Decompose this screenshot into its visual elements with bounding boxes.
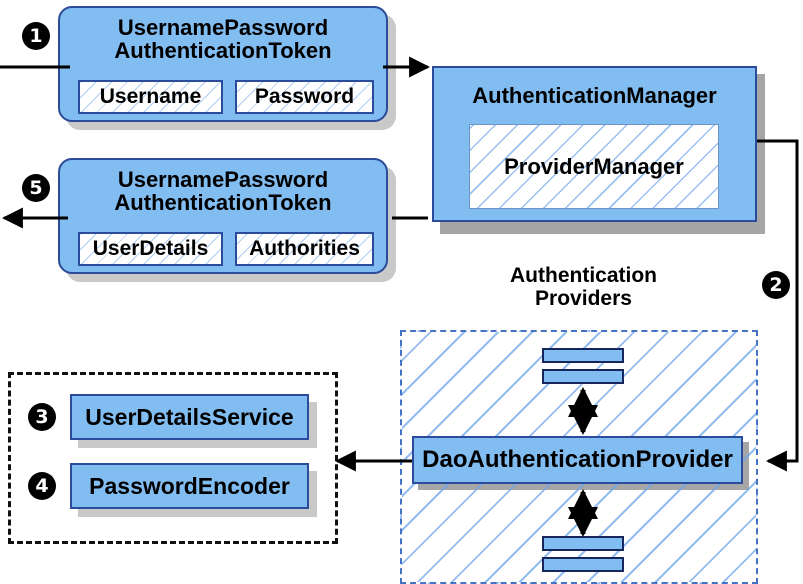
response-token-field-authorities[interactable]: Authorities bbox=[235, 232, 374, 266]
step-marker-1: 1 bbox=[22, 22, 50, 50]
step-marker-3: 3 bbox=[28, 403, 56, 431]
request-token-title-line2: AuthenticationToken bbox=[114, 38, 332, 64]
response-token-title-line2: AuthenticationToken bbox=[114, 190, 332, 216]
provider-placeholder-bottom-1[interactable] bbox=[542, 536, 624, 551]
password-encoder-box[interactable]: PasswordEncoder bbox=[70, 463, 309, 509]
dao-authentication-provider-box[interactable]: DaoAuthenticationProvider bbox=[412, 436, 743, 484]
request-token-field-username[interactable]: Username bbox=[78, 80, 223, 114]
user-details-service-box[interactable]: UserDetailsService bbox=[70, 394, 309, 440]
step-marker-2: 2 bbox=[762, 271, 790, 299]
provider-manager-box[interactable]: ProviderManager bbox=[469, 124, 719, 209]
request-token-field-password[interactable]: Password bbox=[235, 80, 374, 114]
provider-placeholder-top-1[interactable] bbox=[542, 348, 624, 363]
response-token-field-userdetails[interactable]: UserDetails bbox=[78, 232, 223, 266]
authentication-manager-title: AuthenticationManager bbox=[472, 83, 717, 108]
provider-placeholder-bottom-2[interactable] bbox=[542, 557, 624, 572]
authentication-providers-caption-line2: Providers bbox=[535, 286, 632, 310]
authentication-providers-caption: Authentication Providers bbox=[460, 264, 707, 310]
response-token-title-line1: UsernamePassword bbox=[117, 167, 329, 192]
step-marker-5: 5 bbox=[22, 174, 50, 202]
authentication-providers-caption-line1: Authentication bbox=[510, 264, 657, 287]
request-token-title-line1: UsernamePassword bbox=[117, 15, 329, 40]
step-marker-4: 4 bbox=[28, 472, 56, 500]
provider-placeholder-top-2[interactable] bbox=[542, 369, 624, 384]
